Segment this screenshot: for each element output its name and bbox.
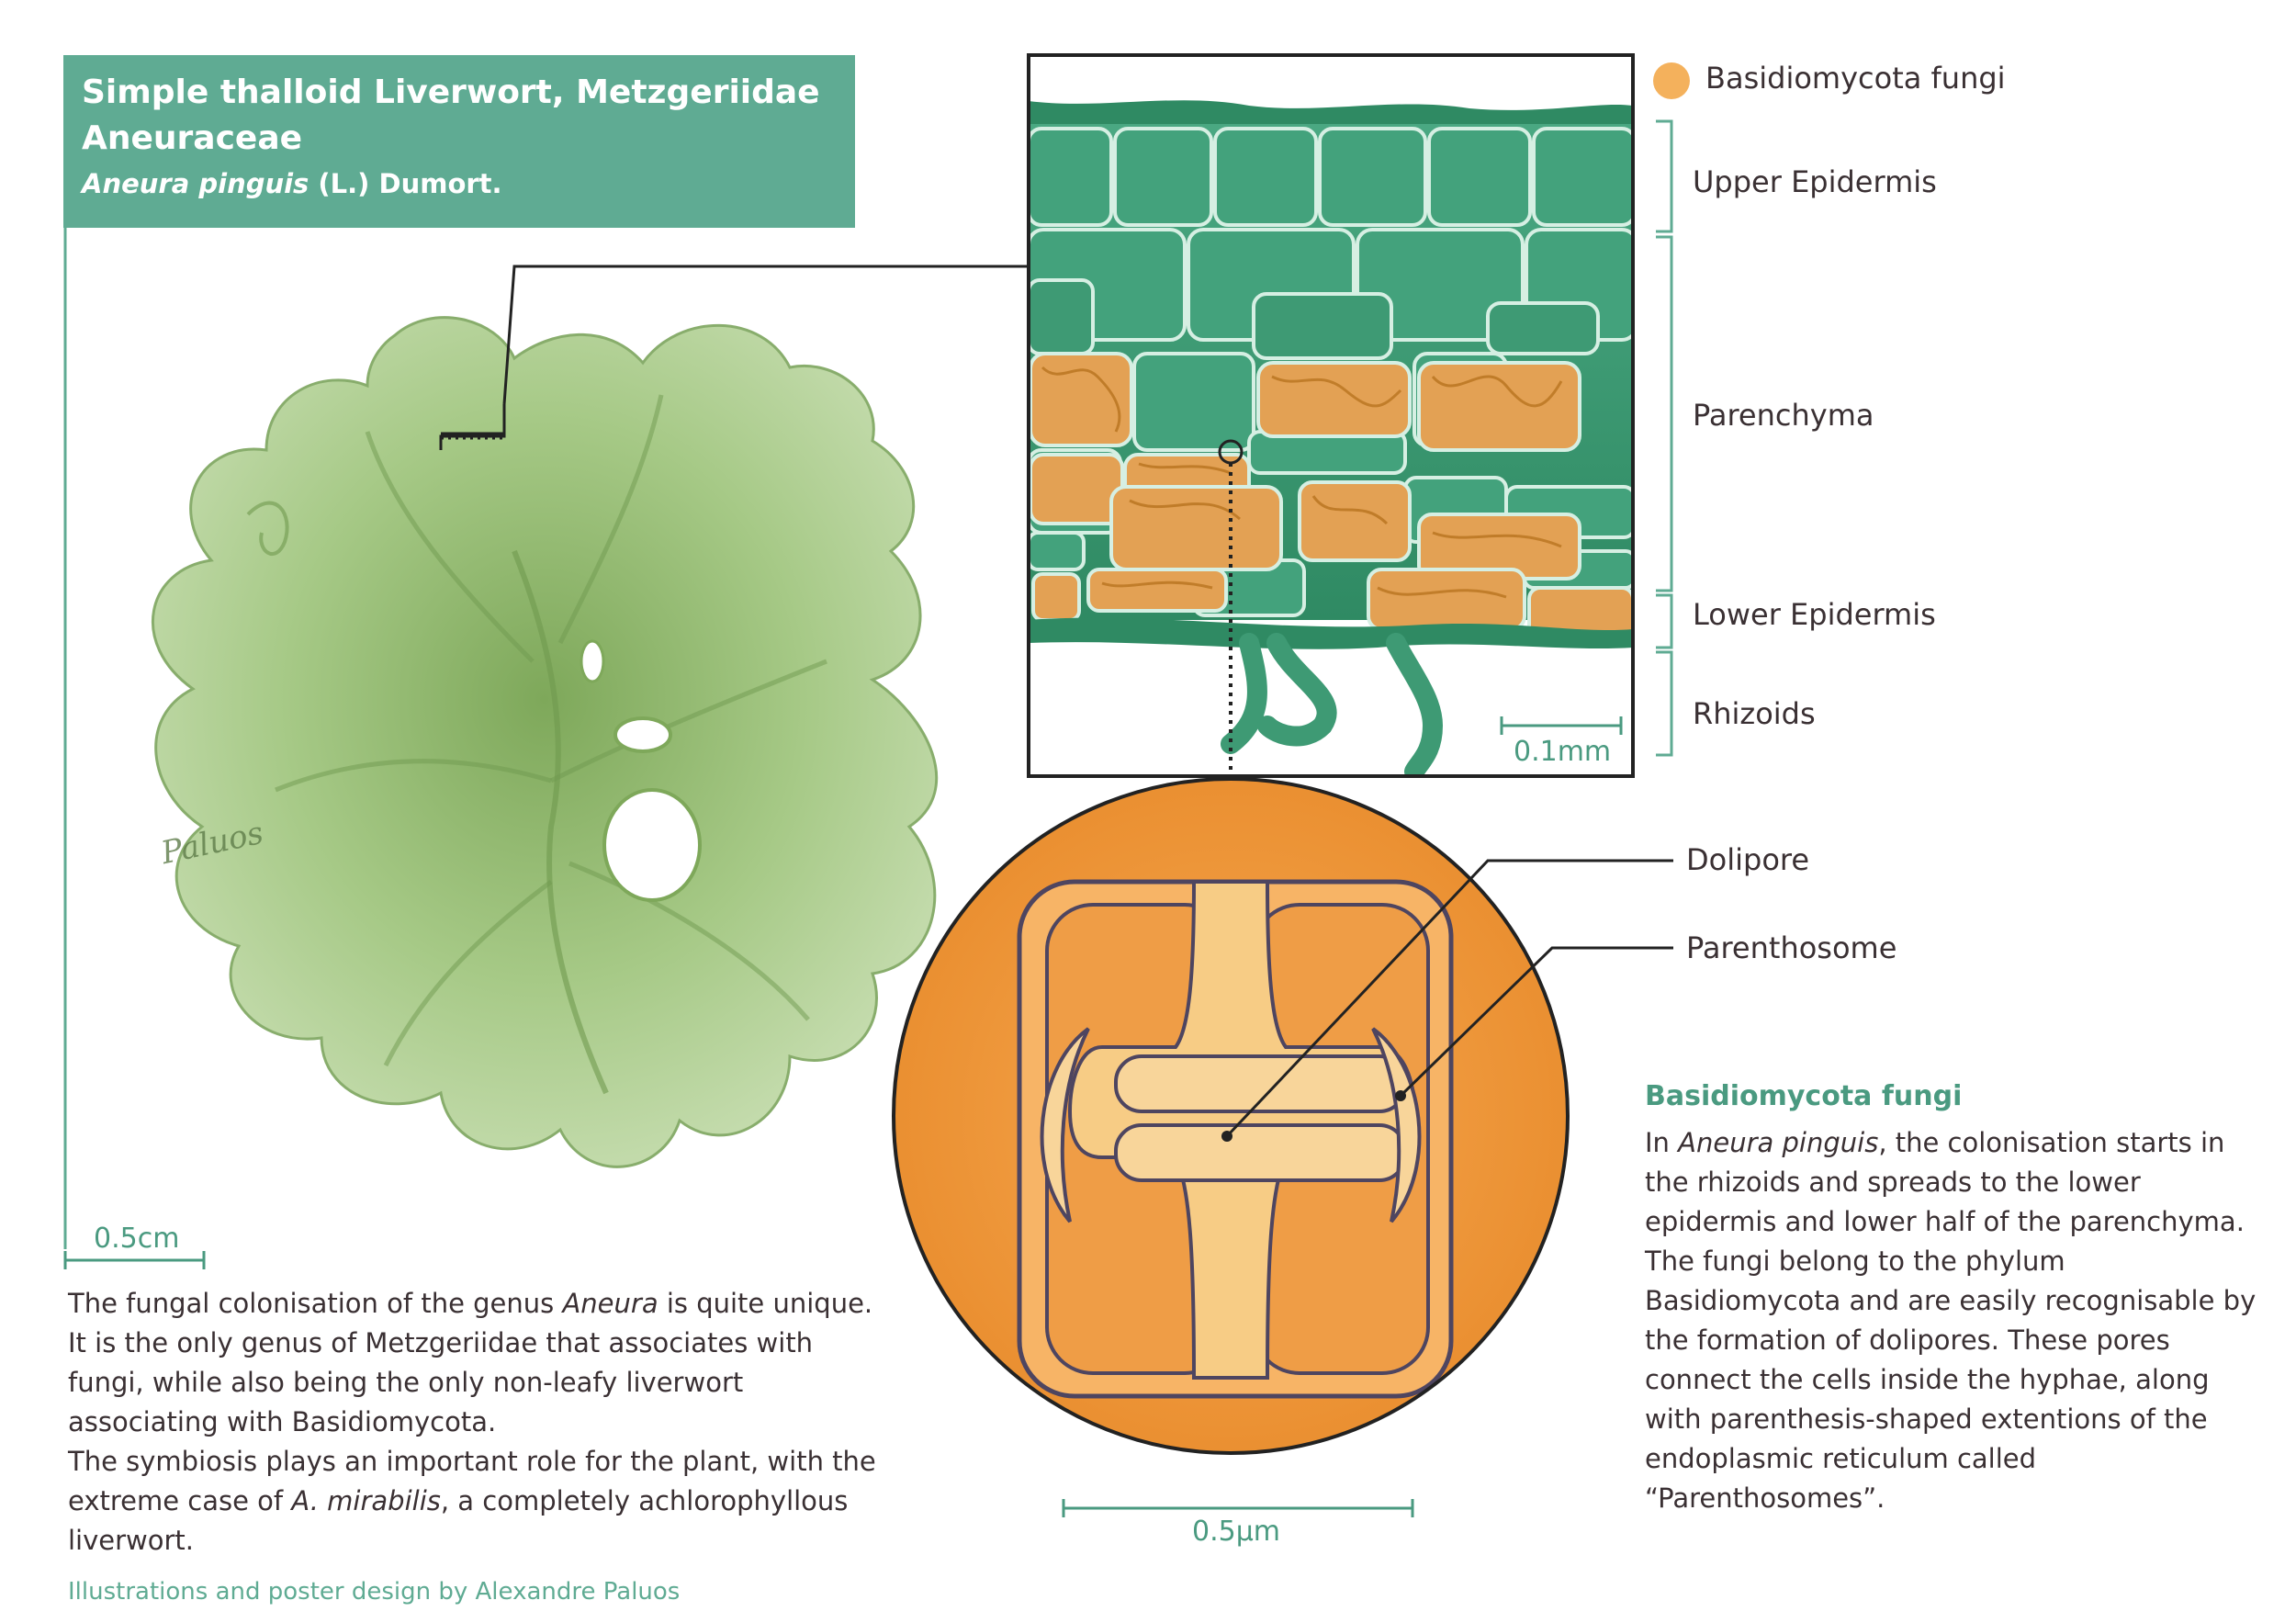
left-p1-b: is quite unique. It is the only genus of… xyxy=(68,1288,873,1437)
info-heading: Basidiomycota fungi xyxy=(1645,1080,1963,1112)
right-species: Aneura pinguis xyxy=(1678,1127,1879,1158)
pore-scale-bar xyxy=(1062,1499,1414,1517)
title-line-2: Aneuraceae xyxy=(82,119,303,157)
layer-brackets xyxy=(1656,119,1673,757)
right-b: , the colonisation starts in the rhizoid… xyxy=(1645,1127,2257,1514)
label-dolipore: Dolipore xyxy=(1686,842,1810,877)
left-description: The fungal colonisation of the genus Ane… xyxy=(68,1284,876,1561)
scale-label-plant: 0.5cm xyxy=(94,1223,180,1255)
left-p1-genus: Aneura xyxy=(562,1288,658,1319)
fungi-legend-swatch xyxy=(1653,62,1690,99)
species-author: (L.) Dumort. xyxy=(309,168,502,199)
scale-label-section: 0.1mm xyxy=(1514,736,1612,768)
left-p2-species: A. mirabilis xyxy=(291,1485,441,1516)
left-p2-a: The symbiosis plays an important role fo… xyxy=(68,1446,876,1516)
right-description: In Aneura pinguis, the colonisation star… xyxy=(1645,1123,2269,1518)
left-p2-b: , a completely achlorophyllous liverwort… xyxy=(68,1485,849,1556)
label-parenthosome: Parenthosome xyxy=(1686,930,1897,965)
left-p1-a: The fungal colonisation of the genus xyxy=(68,1288,563,1319)
fungi-legend-label: Basidiomycota fungi xyxy=(1705,61,2006,96)
title-line-1: Simple thalloid Liverwort, Metzgeriidae xyxy=(82,73,820,111)
species-italic: Aneura pinguis xyxy=(82,168,310,199)
plant-callout xyxy=(439,265,1029,450)
plant-scale-bar xyxy=(63,1251,206,1269)
label-rhizoids: Rhizoids xyxy=(1693,696,1816,731)
thallus-cross-section xyxy=(1027,53,1635,808)
label-lower-epidermis: Lower Epidermis xyxy=(1693,597,1936,632)
section-scale-bar xyxy=(1500,716,1623,735)
right-a: In xyxy=(1645,1127,1679,1158)
title-box: Simple thalloid Liverwort, Metzgeriidae … xyxy=(63,55,855,228)
credit-line: Illustrations and poster design by Alexa… xyxy=(68,1578,681,1606)
dolipore-detail xyxy=(892,777,1673,1455)
label-upper-epidermis: Upper Epidermis xyxy=(1693,164,1937,199)
species-name: Aneura pinguis (L.) Dumort. xyxy=(82,162,837,206)
liverwort-thallus xyxy=(151,316,939,1168)
label-parenchyma: Parenchyma xyxy=(1693,398,1874,433)
scale-label-pore: 0.5µm xyxy=(1192,1516,1281,1548)
